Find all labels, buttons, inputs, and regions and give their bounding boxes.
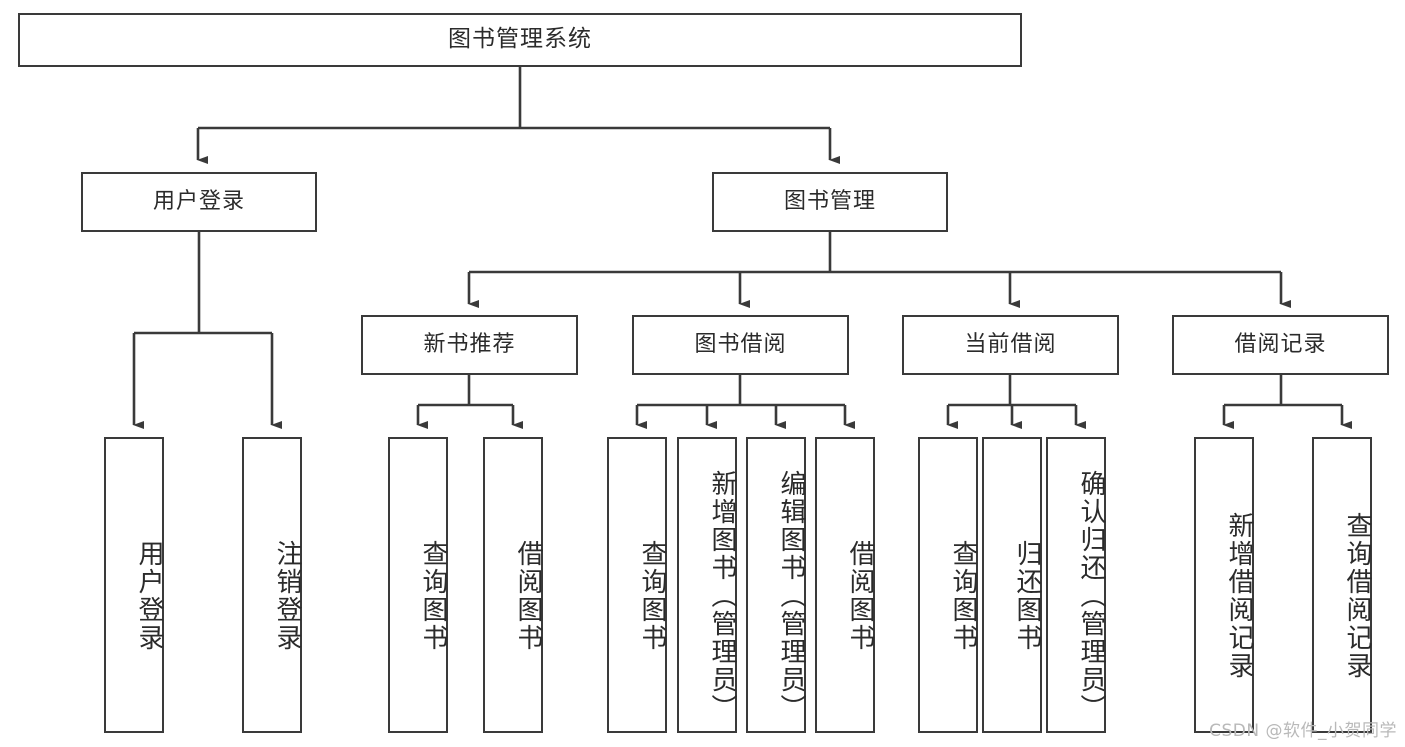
node-leaf-query-record-label: 查询借阅记录 <box>1342 512 1372 680</box>
node-leaf-query-book-3[interactable]: 查询图书 <box>918 437 978 733</box>
node-leaf-return-book-label: 归还图书 <box>1012 540 1042 652</box>
node-leaf-add-record[interactable]: 新增借阅记录 <box>1194 437 1254 733</box>
node-leaf-confirm-return-label: 确认归还（管理员） <box>1076 470 1106 722</box>
node-leaf-borrow-book-2-label: 借阅图书 <box>845 540 875 652</box>
node-leaf-query-book-3-label: 查询图书 <box>948 540 978 652</box>
node-root[interactable]: 图书管理系统 <box>18 13 1022 67</box>
node-current-borrow-label: 当前借阅 <box>964 331 1057 357</box>
node-leaf-edit-book-label: 编辑图书（管理员） <box>776 470 806 722</box>
node-new-book-recommend[interactable]: 新书推荐 <box>361 315 578 375</box>
node-borrow-record[interactable]: 借阅记录 <box>1172 315 1389 375</box>
node-leaf-query-book-2-label: 查询图书 <box>637 540 667 652</box>
node-leaf-add-record-label: 新增借阅记录 <box>1224 512 1254 680</box>
node-leaf-query-book-2[interactable]: 查询图书 <box>607 437 667 733</box>
watermark: CSDN @软件_小贺同学 <box>1209 721 1397 741</box>
node-leaf-logout-login-label: 注销登录 <box>272 540 302 652</box>
node-current-borrow[interactable]: 当前借阅 <box>902 315 1119 375</box>
node-root-label: 图书管理系统 <box>448 26 592 53</box>
node-leaf-user-login[interactable]: 用户登录 <box>104 437 164 733</box>
node-leaf-borrow-book-2[interactable]: 借阅图书 <box>815 437 875 733</box>
node-new-book-recommend-label: 新书推荐 <box>423 331 516 357</box>
node-borrow-record-label: 借阅记录 <box>1234 331 1327 357</box>
node-leaf-user-login-label: 用户登录 <box>134 540 164 652</box>
node-book-management[interactable]: 图书管理 <box>712 172 948 232</box>
node-user-login[interactable]: 用户登录 <box>81 172 317 232</box>
node-leaf-edit-book[interactable]: 编辑图书（管理员） <box>746 437 806 733</box>
node-leaf-add-book-label: 新增图书（管理员） <box>707 470 737 722</box>
node-leaf-query-book-1[interactable]: 查询图书 <box>388 437 448 733</box>
node-book-borrow-label: 图书借阅 <box>694 331 787 357</box>
node-book-management-label: 图书管理 <box>783 188 876 214</box>
node-leaf-add-book[interactable]: 新增图书（管理员） <box>677 437 737 733</box>
node-book-borrow[interactable]: 图书借阅 <box>632 315 849 375</box>
node-leaf-borrow-book-1-label: 借阅图书 <box>513 540 543 652</box>
node-leaf-logout-login[interactable]: 注销登录 <box>242 437 302 733</box>
node-user-login-label: 用户登录 <box>152 188 245 214</box>
node-leaf-query-record[interactable]: 查询借阅记录 <box>1312 437 1372 733</box>
node-leaf-confirm-return[interactable]: 确认归还（管理员） <box>1046 437 1106 733</box>
node-leaf-query-book-1-label: 查询图书 <box>418 540 448 652</box>
node-leaf-return-book[interactable]: 归还图书 <box>982 437 1042 733</box>
node-leaf-borrow-book-1[interactable]: 借阅图书 <box>483 437 543 733</box>
